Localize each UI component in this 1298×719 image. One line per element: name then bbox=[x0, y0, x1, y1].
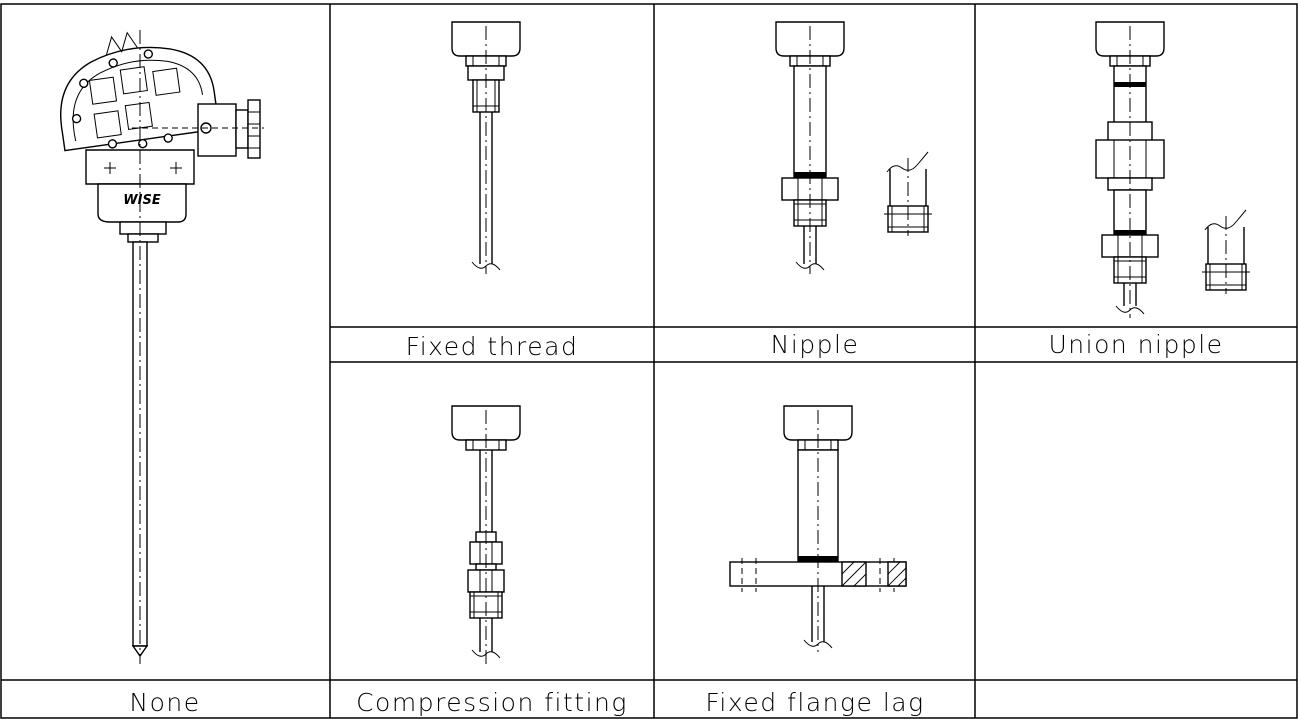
label-fixed-thread: Fixed thread bbox=[406, 332, 579, 361]
label-nipple: Nipple bbox=[771, 330, 860, 359]
label-none: None bbox=[129, 688, 200, 717]
brand-logo: WISE bbox=[123, 193, 161, 208]
nipple-drawing bbox=[775, 21, 933, 274]
compression-fitting-drawing bbox=[451, 405, 521, 664]
label-compression-fitting: Compression fitting bbox=[356, 688, 628, 717]
label-union-nipple: Union nipple bbox=[1048, 330, 1223, 359]
union-nipple-drawing bbox=[1095, 21, 1251, 318]
label-fixed-flange-lag: Fixed flange lag bbox=[705, 688, 924, 717]
terminal-head-drawing: WISE bbox=[60, 30, 264, 664]
fixed-flange-lag-drawing bbox=[729, 405, 907, 652]
fixed-thread-drawing bbox=[451, 21, 521, 274]
table-grid bbox=[0, 3, 1298, 719]
